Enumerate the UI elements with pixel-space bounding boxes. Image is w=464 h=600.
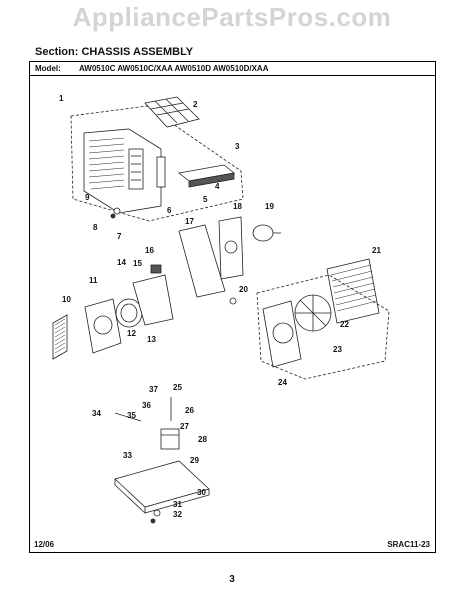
model-list: AW0510C AW0510C/XAA AW0510D AW0510D/XAA [78, 64, 269, 73]
partition-panel [178, 224, 226, 298]
model-row: Model: AW0510C AW0510C/XAA AW0510D AW051… [30, 62, 435, 76]
exploded-parts-diagram: 1 2 3 4 5 6 7 8 9 10 11 12 13 14 15 16 1… [52, 94, 390, 524]
callout-9: 9 [85, 193, 90, 202]
scroll-housing [132, 274, 174, 326]
fan-motor [252, 224, 281, 242]
callout-28: 28 [198, 435, 207, 444]
callout-25: 25 [173, 383, 182, 392]
callout-22: 22 [340, 320, 349, 329]
callout-30: 30 [197, 488, 206, 497]
page-number: 3 [229, 574, 235, 585]
callout-35: 35 [127, 411, 136, 420]
base-pan [114, 460, 210, 514]
air-filter [144, 96, 200, 128]
motor-bracket [218, 216, 244, 280]
callout-15: 15 [133, 259, 142, 268]
callout-23: 23 [333, 345, 342, 354]
callout-26: 26 [185, 406, 194, 415]
callout-4: 4 [215, 182, 220, 191]
callout-34: 34 [92, 409, 101, 418]
mounting-foot-icon [153, 509, 161, 517]
callout-29: 29 [190, 456, 199, 465]
knob-icon [113, 207, 121, 215]
callout-31: 31 [173, 500, 182, 509]
front-grille [83, 128, 162, 214]
callout-27: 27 [180, 422, 189, 431]
callout-13: 13 [147, 335, 156, 344]
callout-20: 20 [239, 285, 248, 294]
condenser-fan-blade [294, 294, 332, 332]
callout-21: 21 [372, 246, 381, 255]
section-prefix: Section: [35, 46, 79, 58]
section-heading: Section: CHASSIS ASSEMBLY [35, 46, 193, 58]
model-label: Model: [35, 64, 61, 73]
footer-date: 12/06 [34, 540, 55, 549]
condenser-coil [326, 258, 380, 324]
callout-32: 32 [173, 510, 182, 519]
callout-1: 1 [59, 94, 64, 103]
condenser-shroud [262, 300, 302, 368]
compressor [160, 428, 180, 450]
callout-10: 10 [62, 295, 71, 304]
callout-12: 12 [127, 329, 136, 338]
footer-code: SRAC11-23 [387, 540, 430, 549]
control-panel [156, 156, 235, 188]
diagram-frame: Model: AW0510C AW0510C/XAA AW0510D AW051… [29, 61, 436, 553]
callout-17: 17 [185, 217, 194, 226]
front-assembly-outline [70, 105, 244, 222]
callout-6: 6 [167, 206, 172, 215]
callout-3: 3 [235, 142, 240, 151]
callout-19: 19 [265, 202, 274, 211]
callout-37: 37 [149, 385, 158, 394]
callout-33: 33 [123, 451, 132, 460]
callout-7: 7 [117, 232, 122, 241]
callout-24: 24 [278, 378, 287, 387]
callout-14: 14 [117, 258, 126, 267]
capacitor-icon [150, 264, 162, 274]
callout-36: 36 [142, 401, 151, 410]
blower-wheel [115, 298, 143, 328]
callout-5: 5 [203, 195, 208, 204]
callout-2: 2 [193, 100, 198, 109]
evaporator-coil [52, 314, 68, 360]
callout-16: 16 [145, 246, 154, 255]
watermark-logo: AppliancePartsPros.com [72, 2, 392, 32]
section-title: CHASSIS ASSEMBLY [81, 46, 194, 58]
callout-18: 18 [233, 202, 242, 211]
callout-labels: 1 2 3 4 5 6 7 8 9 10 11 12 13 14 15 16 1… [59, 94, 381, 519]
callout-8: 8 [93, 223, 98, 232]
callout-11: 11 [89, 276, 98, 285]
grommet-icon [229, 297, 237, 305]
